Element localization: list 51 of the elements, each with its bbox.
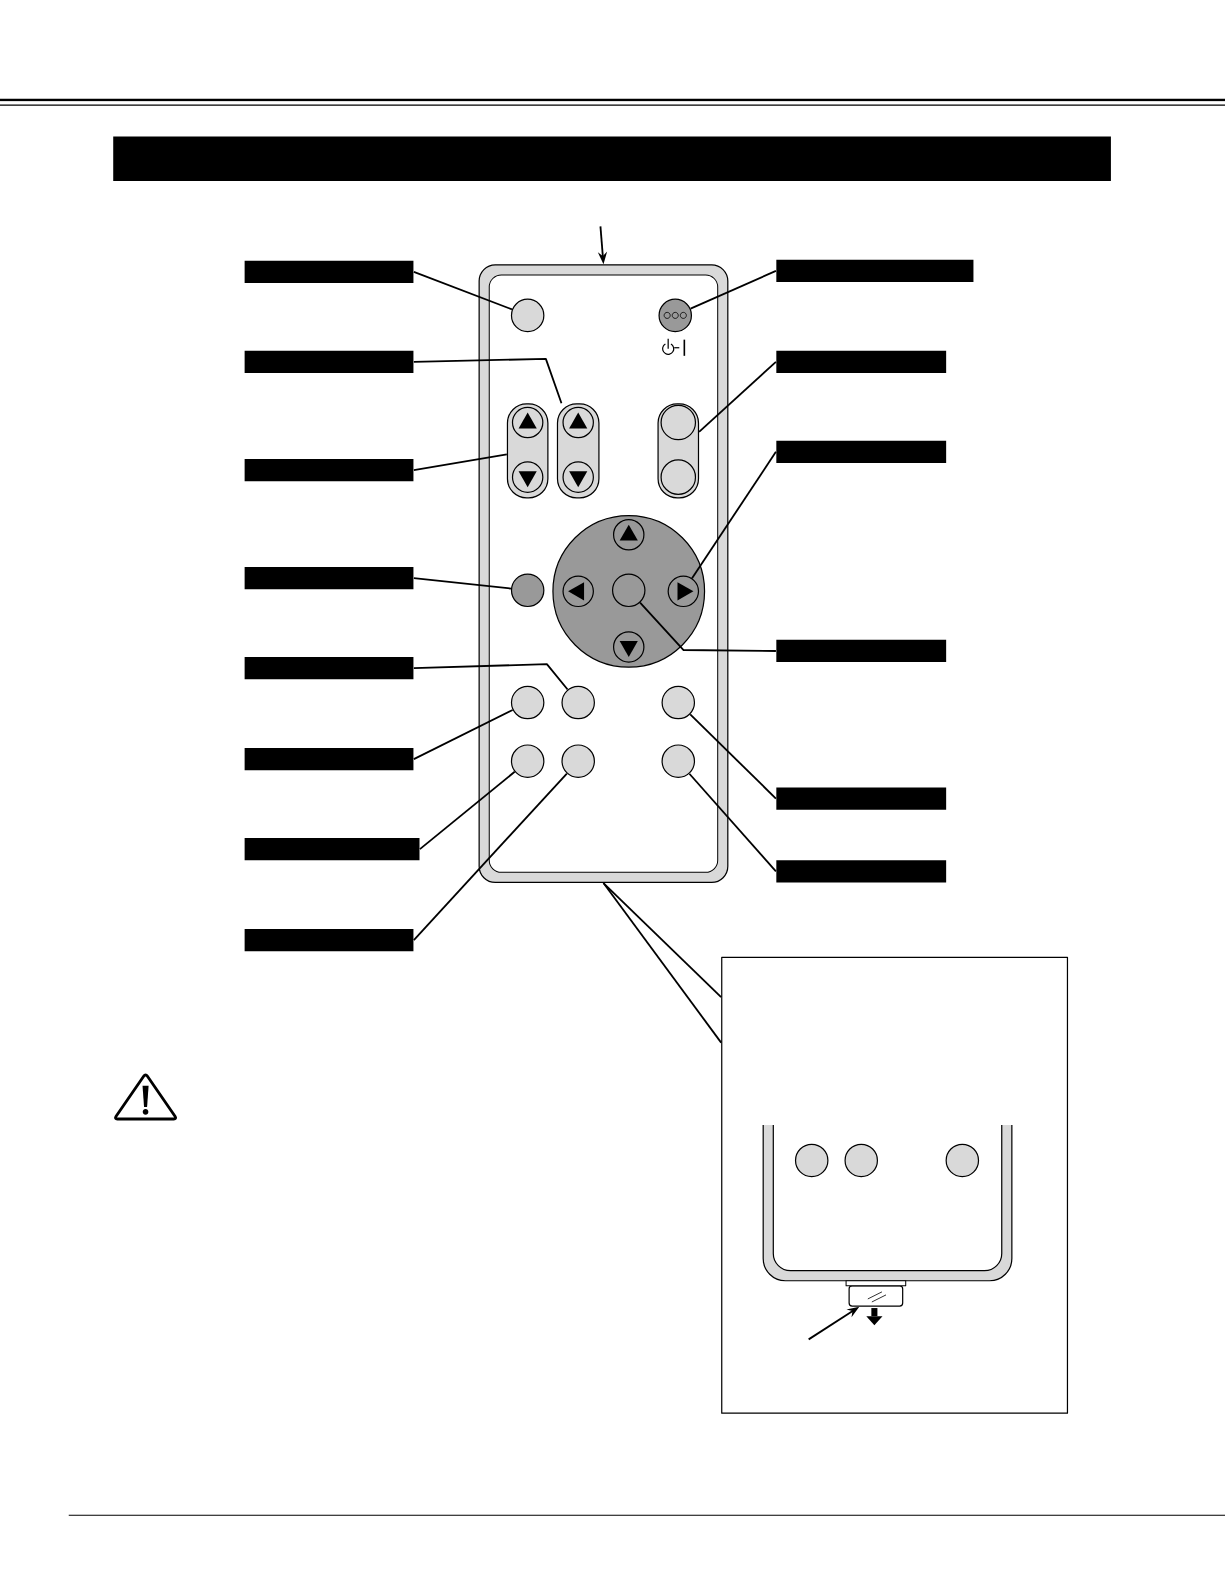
button [661, 685, 695, 720]
label-bar [113, 136, 1111, 181]
leader-line [602, 882, 722, 1044]
button [611, 573, 646, 608]
button [510, 685, 545, 720]
button [660, 459, 696, 495]
arrow-button [562, 461, 594, 493]
arrow-button [612, 518, 645, 551]
label-bar [244, 567, 414, 590]
label-bar [776, 639, 947, 663]
leader-line [418, 770, 516, 850]
leader-line [689, 713, 777, 800]
leader-line [689, 270, 777, 310]
button [510, 573, 545, 608]
leader-line [412, 271, 513, 311]
leader-line [688, 772, 777, 873]
label-bar [244, 748, 414, 771]
arrow-button [612, 631, 645, 663]
label-bar [776, 787, 947, 810]
button [660, 404, 696, 441]
label-bar [244, 260, 414, 284]
arrow-button [667, 575, 700, 608]
leader-line [412, 709, 514, 761]
label-bar [776, 259, 974, 283]
label-bar [776, 350, 947, 373]
arrow-button [511, 461, 544, 493]
leader-line [412, 772, 568, 941]
leader-line [639, 601, 777, 652]
arrow-button [562, 406, 594, 439]
label-bar [244, 838, 420, 861]
leader-line [412, 577, 512, 590]
power-button [658, 298, 692, 333]
detail-box [721, 956, 1068, 1414]
label-bar [244, 929, 414, 952]
button [510, 744, 545, 778]
label-bar [244, 657, 414, 680]
arrow-button [562, 575, 594, 608]
button [661, 744, 695, 778]
button [561, 744, 595, 778]
arrow-button [511, 406, 544, 439]
button [561, 685, 595, 720]
leader-line [412, 357, 563, 405]
label-bar [244, 458, 414, 482]
label-bar [776, 440, 947, 463]
leader-line [698, 360, 777, 433]
leader-line [691, 450, 777, 580]
label-bar [776, 860, 947, 883]
label-bar [244, 350, 414, 373]
button [510, 298, 545, 333]
leader-line [412, 663, 569, 691]
leader-line [412, 453, 508, 471]
